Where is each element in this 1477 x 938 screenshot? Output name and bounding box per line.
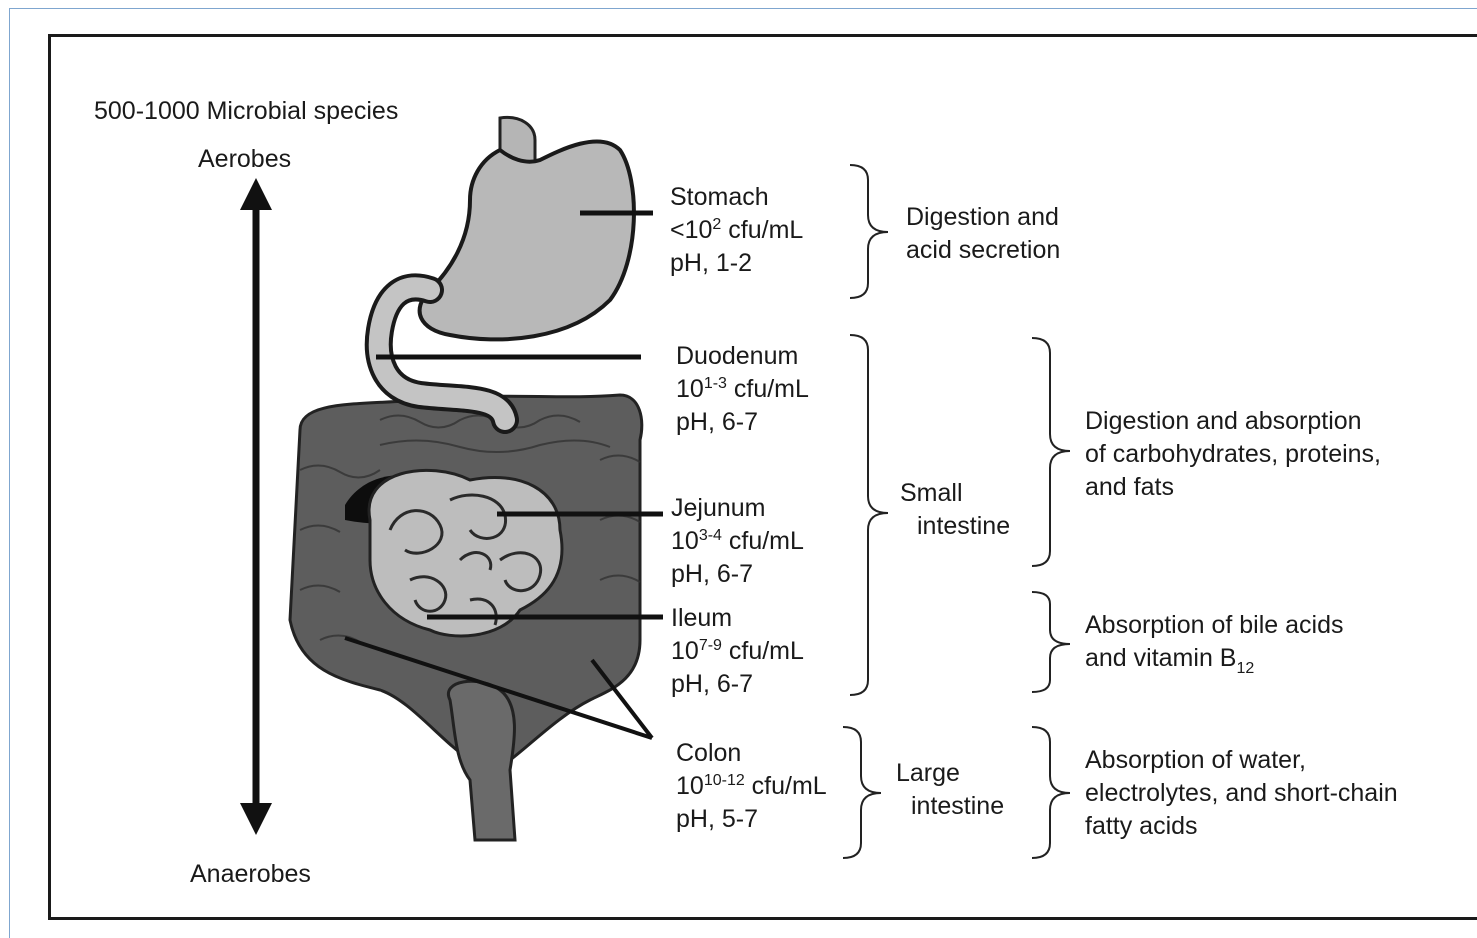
species-count-label: 500-1000 Microbial species	[94, 95, 398, 128]
colon-count: 1010-12 cfu/mL	[676, 770, 827, 803]
duodenum-name: Duodenum	[676, 340, 809, 373]
large-function: Absorption of water, electrolytes, and s…	[1085, 744, 1398, 843]
stomach-count: <102 cfu/mL	[670, 214, 803, 247]
ileum-ph: pH, 6-7	[671, 668, 804, 701]
anaerobes-label: Anaerobes	[190, 858, 311, 891]
small-intestine-label: Small intestine	[900, 477, 1010, 543]
brace-ileum	[1032, 592, 1070, 692]
duodenum-info: Duodenum 101-3 cfu/mL pH, 6-7	[676, 340, 809, 439]
duodenum-ph: pH, 6-7	[676, 406, 809, 439]
upper-small-function: Digestion and absorption of carbohydrate…	[1085, 405, 1381, 504]
gradient-arrow	[240, 178, 272, 835]
ileum-count: 107-9 cfu/mL	[671, 635, 804, 668]
jejunum-info: Jejunum 103-4 cfu/mL pH, 6-7	[671, 492, 804, 591]
jejunum-ph: pH, 6-7	[671, 558, 804, 591]
colon-info: Colon 1010-12 cfu/mL pH, 5-7	[676, 737, 827, 836]
brace-stomach	[850, 165, 888, 298]
brace-large-function	[1032, 727, 1070, 858]
stomach-info: Stomach <102 cfu/mL pH, 1-2	[670, 181, 803, 280]
jejunum-name: Jejunum	[671, 492, 804, 525]
stomach-function: Digestion and acid secretion	[906, 201, 1060, 267]
stomach-name: Stomach	[670, 181, 803, 214]
brace-small-intestine	[850, 335, 888, 695]
brace-large-intestine	[843, 727, 881, 858]
aerobes-label: Aerobes	[198, 143, 291, 176]
stomach-ph: pH, 1-2	[670, 247, 803, 280]
brace-upper-small	[1032, 338, 1070, 566]
large-intestine-label: Large intestine	[896, 757, 1004, 823]
ileum-info: Ileum 107-9 cfu/mL pH, 6-7	[671, 602, 804, 701]
ileum-name: Ileum	[671, 602, 804, 635]
colon-ph: pH, 5-7	[676, 803, 827, 836]
digestive-tract-illustration	[290, 117, 642, 840]
duodenum-count: 101-3 cfu/mL	[676, 373, 809, 406]
jejunum-count: 103-4 cfu/mL	[671, 525, 804, 558]
colon-name: Colon	[676, 737, 827, 770]
ileum-function: Absorption of bile acids and vitamin B12	[1085, 609, 1343, 675]
